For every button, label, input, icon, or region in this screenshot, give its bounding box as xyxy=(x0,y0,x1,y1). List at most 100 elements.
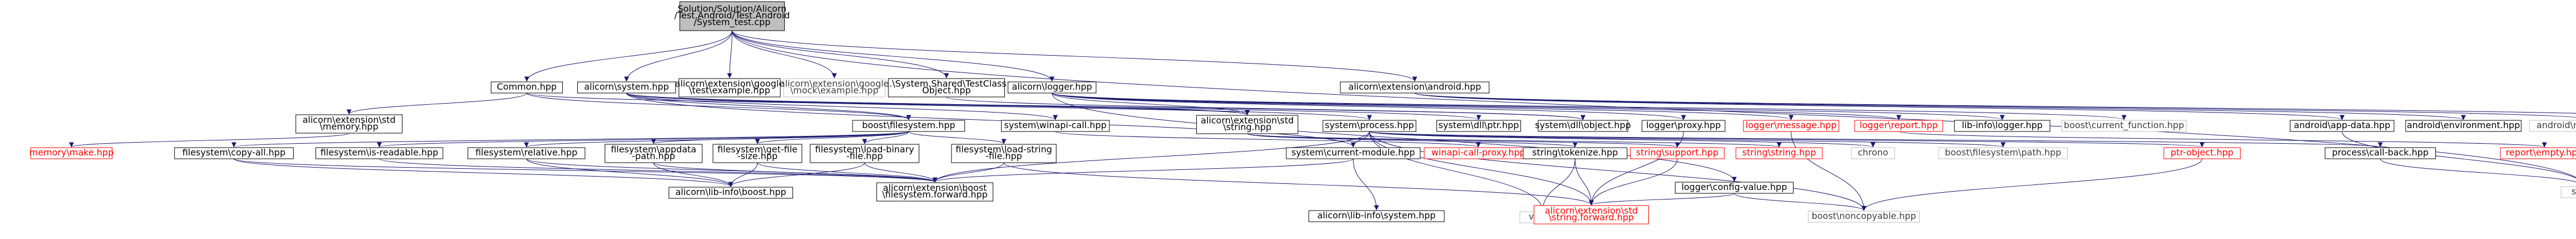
node-gexample[interactable]: alicorn\extension\google\test\example.hp… xyxy=(675,78,785,97)
node-bfspath[interactable]: boost\filesystem\path.hpp xyxy=(1938,147,2068,159)
node-box xyxy=(2061,120,2187,132)
node-box xyxy=(2163,147,2241,159)
edge-callback-to-string xyxy=(2380,158,2576,182)
node-isread[interactable]: filesystem\is-readable.hpp xyxy=(315,147,443,159)
node-sysinfo[interactable]: alicorn\lib-info\system.hpp xyxy=(1308,210,1445,222)
node-root[interactable]: Solution/Solution/Alicorn/Test.Android/T… xyxy=(675,1,790,31)
node-label: memory\make.hpp xyxy=(29,147,114,158)
node-repempty[interactable]: report\empty.hpp xyxy=(2500,147,2576,159)
node-winproxy[interactable]: winapi-call-proxy.hpp xyxy=(1424,147,1533,159)
node-box xyxy=(1938,147,2068,159)
node-label: filesystem\load-binary-file.hpp xyxy=(815,144,914,162)
node-memmake[interactable]: memory\make.hpp xyxy=(29,147,114,159)
node-box xyxy=(577,81,676,94)
node-memstd[interactable]: alicorn\extension\std\memory.hpp xyxy=(295,114,403,134)
node-strfwd[interactable]: alicorn\extension\std\string.forward.hpp xyxy=(1533,205,1649,225)
node-label: alicorn\extension\boost\filesystem.forwa… xyxy=(882,183,988,200)
edge-getsize-to-bfsfwd xyxy=(757,162,938,183)
node-relative[interactable]: filesystem\relative.hpp xyxy=(467,147,586,159)
edge-loadbin-to-bfsfwd xyxy=(864,162,938,183)
node-getsize[interactable]: filesystem\get-file-size.hpp xyxy=(712,144,802,163)
node-logger[interactable]: alicorn\logger.hpp xyxy=(1008,81,1097,94)
edge-isread-to-bfsfwd xyxy=(379,158,938,183)
node-string[interactable]: string xyxy=(2560,186,2576,198)
node-box xyxy=(1642,120,1726,132)
node-label: alicorn\system.hpp xyxy=(584,81,669,92)
node-box xyxy=(1436,120,1521,132)
node-dllptr[interactable]: system\dll\ptr.hpp xyxy=(1436,120,1521,132)
node-box xyxy=(888,78,1005,97)
node-box xyxy=(1523,147,1628,159)
node-box xyxy=(315,147,443,159)
edge-sys-to-curmod xyxy=(626,92,1356,148)
edge-root-to-gexample xyxy=(727,30,732,79)
edge-loadstr-to-bfsfwd xyxy=(932,162,1004,183)
node-lproxy[interactable]: logger\proxy.hpp xyxy=(1642,120,1726,132)
node-dllinfo[interactable]: alicorn\lib-info\boost.hpp xyxy=(668,187,793,199)
edge-common-to-bfs xyxy=(526,92,911,120)
edge-testobj-to-dllobj xyxy=(946,96,1586,120)
edge-lmessage-to-noncopy xyxy=(1791,131,1866,211)
node-environ[interactable]: android\environment.hpp xyxy=(2405,120,2521,132)
node-box xyxy=(1008,81,1097,94)
edge-logger-to-curfunc xyxy=(1052,92,2126,120)
edge-process-to-noncopy xyxy=(1369,131,1866,211)
edge-ptrobj-to-noncopy xyxy=(1861,158,2203,211)
node-lconfig[interactable]: logger\config-value.hpp xyxy=(1675,182,1794,194)
node-box xyxy=(852,120,965,132)
node-lreport[interactable]: logger\report.hpp xyxy=(1854,120,1943,132)
node-gmock[interactable]: alicorn\extension\google\mock\example.hp… xyxy=(780,78,889,97)
node-support[interactable]: string\support.hpp xyxy=(1630,147,1725,159)
node-label: filesystem\is-readable.hpp xyxy=(320,147,438,158)
edge-lproxy-to-strfwd xyxy=(1588,131,1684,206)
node-strstr[interactable]: string\string.hpp xyxy=(1735,147,1823,159)
node-bfsfwd[interactable]: alicorn\extension\boost\filesystem.forwa… xyxy=(876,182,994,202)
node-appdata[interactable]: android\app-data.hpp xyxy=(2290,120,2395,132)
node-bfs[interactable]: boost\filesystem.hpp xyxy=(852,120,965,132)
node-label: alicorn\extension\std\string.hpp xyxy=(1201,115,1294,133)
node-curfunc[interactable]: boost\current_function.hpp xyxy=(2061,120,2187,132)
node-common[interactable]: Common.hpp xyxy=(491,81,563,94)
node-box xyxy=(295,114,403,134)
node-android[interactable]: alicorn\extension\android.hpp xyxy=(1340,81,1490,94)
node-label: alicorn\extension\google\mock\example.hp… xyxy=(780,79,889,96)
node-box xyxy=(1735,147,1823,159)
edge-relative-to-dllinfo xyxy=(526,158,734,187)
node-label: string\string.hpp xyxy=(1742,147,1816,158)
edge-logger-to-lmessage xyxy=(1052,92,1794,120)
node-label: alicorn\lib-info\boost.hpp xyxy=(675,187,786,197)
node-curmod[interactable]: system\current-module.hpp xyxy=(1286,147,1421,159)
node-box xyxy=(1196,115,1299,134)
node-lmessage[interactable]: logger\message.hpp xyxy=(1743,120,1840,132)
edge-bfs-to-loadbin xyxy=(862,131,909,144)
node-native[interactable]: android\native_activity.h xyxy=(2529,120,2576,132)
edge-tokenize-to-vector xyxy=(1540,158,1576,212)
node-winapi[interactable]: system\winapi-call.hpp xyxy=(1001,120,1110,132)
node-label: process\call-back.hpp xyxy=(2332,147,2429,158)
node-copyall[interactable]: filesystem\copy-all.hpp xyxy=(174,147,294,159)
node-loadbin[interactable]: filesystem\load-binary-file.hpp xyxy=(810,144,920,163)
node-ptrobj[interactable]: ptr-object.hpp xyxy=(2163,147,2241,159)
node-label: lib-info\logger.hpp xyxy=(1962,120,2043,130)
node-callback[interactable]: process\call-back.hpp xyxy=(2325,147,2436,159)
node-label: report\empty.hpp xyxy=(2506,147,2576,158)
node-dllobj[interactable]: system\dll\object.hpp xyxy=(1535,120,1631,132)
node-label: boost\filesystem.hpp xyxy=(862,120,955,130)
node-box xyxy=(2560,186,2576,198)
node-box xyxy=(2405,120,2521,132)
node-label: ptr-object.hpp xyxy=(2171,147,2233,158)
node-tokenize[interactable]: string\tokenize.hpp xyxy=(1523,147,1628,159)
node-libinfo[interactable]: lib-info\logger.hpp xyxy=(1954,120,2050,132)
node-sys[interactable]: alicorn\system.hpp xyxy=(577,81,676,94)
node-box xyxy=(491,81,563,94)
node-chrono[interactable]: chrono xyxy=(1851,147,1895,159)
node-process[interactable]: system\process.hpp xyxy=(1322,120,1416,132)
node-noncopy[interactable]: boost\noncopyable.hpp xyxy=(1807,211,1920,223)
node-box xyxy=(1322,120,1416,132)
node-label: winapi-call-proxy.hpp xyxy=(1431,147,1525,158)
node-stdstring[interactable]: alicorn\extension\std\string.hpp xyxy=(1196,115,1299,134)
node-box xyxy=(174,147,294,159)
node-loadstr[interactable]: filesystem\load-string-file.hpp xyxy=(951,144,1057,163)
node-appdpath[interactable]: filesystem\appdata-path.hpp xyxy=(605,144,703,163)
